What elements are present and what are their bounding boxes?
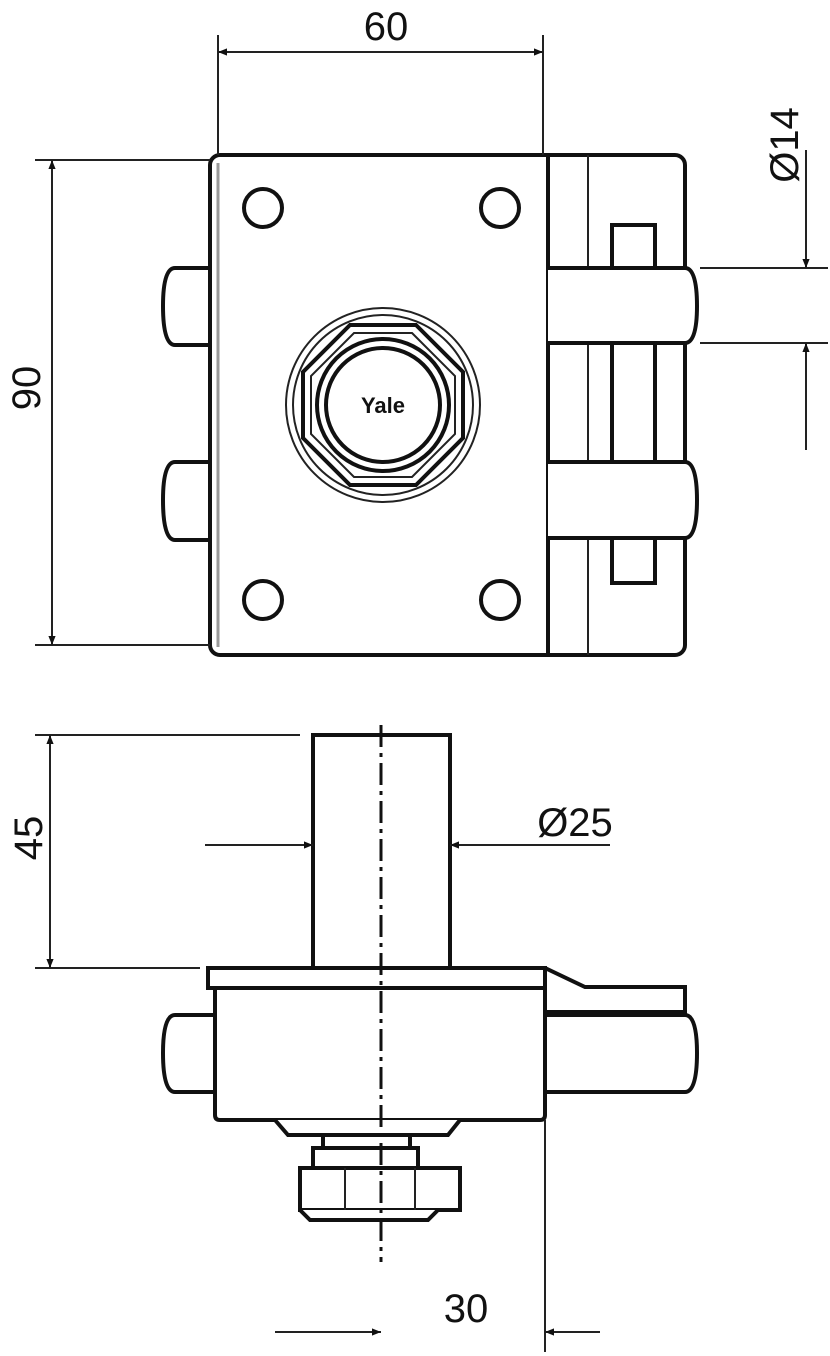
cylinder-collar bbox=[273, 1118, 462, 1137]
side-view bbox=[160, 725, 700, 1262]
screw-hole bbox=[479, 187, 521, 229]
left-bolt-upper bbox=[160, 266, 215, 347]
dimension-label: 60 bbox=[364, 5, 409, 49]
dimension-cylinder-diameter: Ø25 bbox=[205, 801, 613, 849]
dimension-label: Ø25 bbox=[537, 801, 613, 845]
left-bolt-lower bbox=[160, 460, 215, 542]
keeper-slot bbox=[610, 536, 657, 585]
screw-hole bbox=[242, 187, 284, 229]
dimension-projection: 45 bbox=[7, 734, 300, 969]
brand-logo: Yale bbox=[361, 393, 405, 418]
keeper-slot bbox=[610, 223, 657, 270]
dimension-bolt-diameter: Ø14 bbox=[700, 107, 828, 450]
right-bolt-side bbox=[545, 1013, 700, 1094]
left-bolt-side bbox=[160, 1013, 215, 1094]
screw-hole bbox=[242, 579, 284, 621]
front-view: Yale bbox=[160, 153, 700, 657]
dimension-offset: 30 bbox=[275, 1120, 600, 1352]
right-bolt-lower bbox=[548, 460, 700, 540]
dimension-label: 30 bbox=[444, 1287, 489, 1331]
dimension-width: 60 bbox=[217, 5, 544, 155]
cylinder: Yale bbox=[285, 307, 481, 503]
lock-body-side bbox=[206, 966, 547, 1122]
dimension-label: 45 bbox=[7, 816, 51, 861]
right-bolt-upper bbox=[548, 266, 700, 345]
cylinder-ring bbox=[311, 1146, 420, 1170]
dimension-label: Ø14 bbox=[763, 107, 807, 183]
keeper-slot bbox=[610, 341, 657, 464]
dimension-height: 90 bbox=[5, 159, 210, 646]
screw-hole bbox=[479, 579, 521, 621]
dimension-label: 90 bbox=[5, 366, 49, 411]
